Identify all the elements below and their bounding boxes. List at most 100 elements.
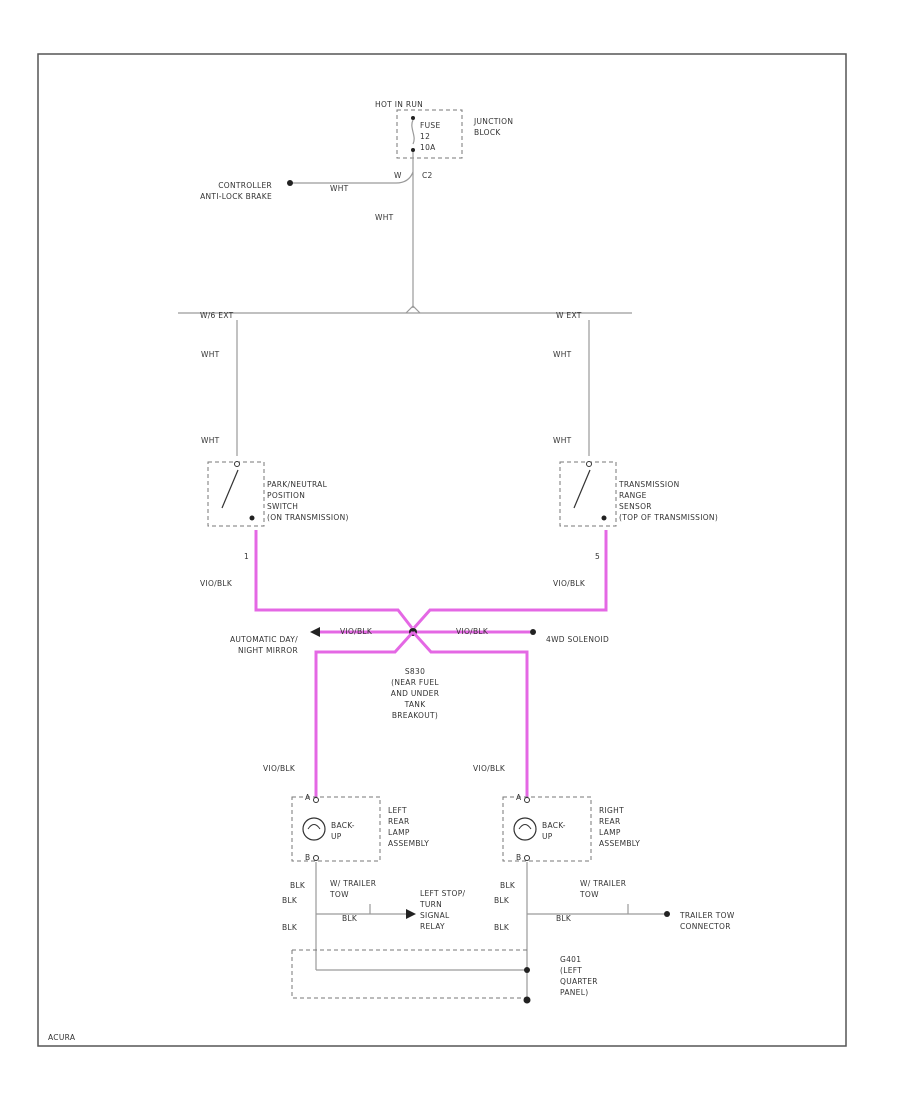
splice-label-1: S830: [405, 667, 425, 676]
wire-vio-blk-left-lamp: [314, 630, 415, 798]
left-vio-label: VIO/BLK: [200, 579, 233, 588]
controller-branch: WHT CONTROLLER ANTI-LOCK BRAKE: [200, 171, 414, 201]
left-lamp-pin-a-terminal: [313, 797, 319, 803]
trailer-wire-label: BLK: [556, 914, 572, 923]
fuse-terminal-bottom: [411, 148, 415, 152]
ground-g401: G401 (LEFT QUARTER PANEL): [291, 949, 598, 1004]
left-bulb-filament: [307, 824, 321, 830]
main-wire-label: WHT: [375, 213, 394, 222]
mirror-arrow: [310, 627, 320, 637]
left-lamp-label-2: REAR: [388, 817, 410, 826]
wire-vio-blk-right-switch: [412, 530, 608, 629]
junction-name-1: JUNCTION: [473, 117, 513, 126]
right-bulb-label-1: BACK-: [542, 821, 566, 830]
controller-label-2: ANTI-LOCK BRAKE: [200, 192, 272, 201]
solenoid-terminal: [530, 629, 536, 635]
left-switch-contact-top: [234, 461, 240, 467]
junction-connector: C2: [422, 171, 433, 180]
right-lamp-label-2: REAR: [599, 817, 621, 826]
left-bulb-label-1: BACK-: [331, 821, 355, 830]
fuse-label: FUSE: [420, 121, 441, 130]
right-switch-arm: [573, 469, 591, 509]
mirror-label-2: NIGHT MIRROR: [238, 646, 298, 655]
right-lamp-pin-b: B: [516, 853, 521, 862]
left-lamp-pin-a: A: [305, 793, 311, 802]
right-drop-label-1: WHT: [553, 350, 572, 359]
left-bulb-icon: [302, 817, 326, 841]
left-rear-lamp-assembly: A B BACK- UP LEFT REAR LAMP ASSEMBLY: [291, 793, 429, 862]
right-lamp-label-1: RIGHT: [599, 806, 624, 815]
right-tow-label-1: W/ TRAILER: [580, 879, 626, 888]
left-lamp-pin-b-terminal: [313, 855, 319, 861]
left-switch-outline: [207, 461, 265, 527]
ground-label-4: PANEL): [560, 988, 588, 997]
controller-label-1: CONTROLLER: [218, 181, 272, 190]
footer-id: ACURA: [48, 1033, 76, 1042]
left-switch-label-1: PARK/NEUTRAL: [267, 480, 328, 489]
right-lamp-pin-b-terminal: [524, 855, 530, 861]
left-switch-contact-bottom: [249, 515, 255, 521]
splice-label-5: BREAKOUT): [392, 711, 438, 720]
splice-description: S830 (NEAR FUEL AND UNDER TANK BREAKOUT): [391, 667, 439, 720]
right-bulb-filament: [518, 824, 532, 830]
right-tow-label-2: TOW: [579, 890, 599, 899]
right-vio-label: VIO/BLK: [553, 579, 586, 588]
right-drop-label-2: WHT: [553, 436, 572, 445]
left-lamp-label-4: ASSEMBLY: [388, 839, 429, 848]
controller-wire-label: WHT: [330, 184, 349, 193]
right-lamp-label-4: ASSEMBLY: [599, 839, 640, 848]
left-switch-label-2: POSITION: [267, 491, 305, 500]
relay-arrow: [406, 909, 416, 919]
trailer-connector-terminal: [664, 911, 670, 917]
junction-hot-label: HOT IN RUN: [375, 100, 423, 109]
wire-to-controller: [290, 171, 414, 184]
right-lamp-wire-label: VIO/BLK: [473, 764, 506, 773]
ground-label-1: G401: [560, 955, 581, 964]
ground-label-2: (LEFT: [560, 966, 582, 975]
ground-label-3: QUARTER: [560, 977, 598, 986]
left-drop-label-1: WHT: [201, 350, 220, 359]
left-lamp-label-1: LEFT: [388, 806, 407, 815]
left-switch-pin: 1: [244, 552, 249, 561]
right-switch-pin: 5: [595, 552, 600, 561]
right-tow-branch: W/ TRAILER TOW BLK TRAILER TOW CONNECTOR: [527, 879, 735, 931]
left-bulb-label-2: UP: [331, 832, 342, 841]
right-blk-label-3: BLK: [494, 923, 510, 932]
right-rear-lamp-assembly: A B BACK- UP RIGHT REAR LAMP ASSEMBLY: [502, 793, 640, 862]
fuse-number: 12: [420, 132, 430, 141]
right-switch-label-2: RANGE: [619, 491, 647, 500]
relay-label-1: LEFT STOP/: [420, 889, 466, 898]
transmission-range-sensor: TRANSMISSION RANGE SENSOR (TOP OF TRANSM…: [559, 461, 718, 561]
left-lamp-label-3: LAMP: [388, 828, 410, 837]
relay-label-3: SIGNAL: [420, 911, 450, 920]
left-tow-label-1: W/ TRAILER: [330, 879, 376, 888]
right-branch-label: W EXT: [556, 311, 582, 320]
right-lamp-label-3: LAMP: [599, 828, 621, 837]
junction-block: HOT IN RUN FUSE 12 10A JUNCTION BLOCK W …: [375, 100, 513, 180]
right-switch-label-1: TRANSMISSION: [618, 480, 680, 489]
right-blk-label-1: BLK: [500, 881, 516, 890]
left-tow-branch: W/ TRAILER TOW BLK LEFT STOP/ TURN SIGNA…: [316, 879, 466, 931]
trailer-label-1: TRAILER TOW: [679, 911, 735, 920]
left-lamp-pin-b: B: [305, 853, 310, 862]
right-bulb-label-2: UP: [542, 832, 553, 841]
left-drop-label-2: WHT: [201, 436, 220, 445]
left-lamp-outline: [291, 796, 381, 862]
left-blk-label-3: BLK: [282, 923, 298, 932]
relay-label-4: RELAY: [420, 922, 445, 931]
fuse-terminal-top: [411, 116, 415, 120]
left-tow-label-2: TOW: [329, 890, 349, 899]
trailer-label-2: CONNECTOR: [680, 922, 731, 931]
bus-junction: [405, 305, 421, 314]
left-blk-label-2: BLK: [282, 896, 298, 905]
ground-splice: [524, 967, 530, 973]
relay-wire-label: BLK: [342, 914, 358, 923]
left-blk-label-1: BLK: [290, 881, 306, 890]
ground-outline: [291, 950, 527, 999]
junction-pin: W: [394, 171, 402, 180]
diagram-frame: [37, 53, 847, 1047]
wire-vio-blk-left-switch: [254, 530, 414, 629]
splice-label-4: TANK: [404, 700, 427, 709]
right-lamp-outline: [502, 796, 592, 862]
right-switch-contact-top: [586, 461, 592, 467]
